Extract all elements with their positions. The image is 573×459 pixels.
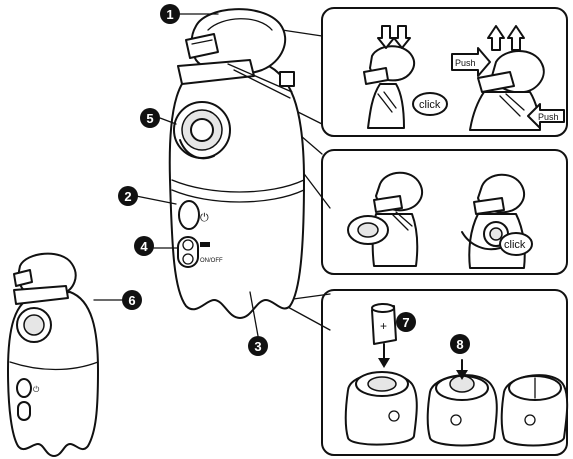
svg-text:4: 4 bbox=[140, 239, 148, 254]
callout-badge-6: 6 bbox=[94, 290, 142, 310]
panel-attach-cup bbox=[322, 150, 567, 274]
main-nebulizer-device bbox=[170, 9, 304, 318]
svg-text:2: 2 bbox=[124, 189, 131, 204]
svg-text:⏻: ⏻ bbox=[33, 385, 40, 394]
click-label-1: click bbox=[419, 99, 441, 111]
svg-text:7: 7 bbox=[402, 315, 409, 330]
svg-text:5: 5 bbox=[146, 111, 153, 126]
callout-badge-2: 2 bbox=[118, 186, 176, 206]
double-arrow-up-icon bbox=[488, 26, 524, 50]
push-label-left: Push bbox=[455, 58, 476, 68]
power-symbol-label: ⏻ bbox=[200, 212, 209, 224]
battery-step-closed bbox=[502, 375, 567, 445]
battery-step-insert bbox=[346, 372, 417, 445]
cup-step-open bbox=[348, 173, 422, 266]
svg-text:3: 3 bbox=[254, 339, 261, 354]
callout-badge-8: 8 bbox=[450, 334, 470, 354]
secondary-nebulizer-device: ⏻ bbox=[8, 254, 98, 456]
double-arrow-down-icon bbox=[378, 26, 410, 48]
push-label-right: Push bbox=[538, 112, 559, 122]
callout-badge-7: 7 bbox=[396, 312, 416, 332]
click-label-2: click bbox=[504, 239, 526, 251]
svg-text:6: 6 bbox=[128, 293, 135, 308]
attach-step-insert bbox=[364, 46, 447, 128]
cup-step-closed bbox=[462, 175, 532, 268]
svg-text:1: 1 bbox=[166, 7, 173, 22]
battery-icon bbox=[372, 304, 396, 368]
battery-plus-label: + bbox=[380, 319, 387, 333]
svg-text:8: 8 bbox=[456, 337, 463, 352]
battery-step-lock bbox=[428, 360, 497, 446]
on-off-label: ON/OFF bbox=[200, 258, 223, 264]
